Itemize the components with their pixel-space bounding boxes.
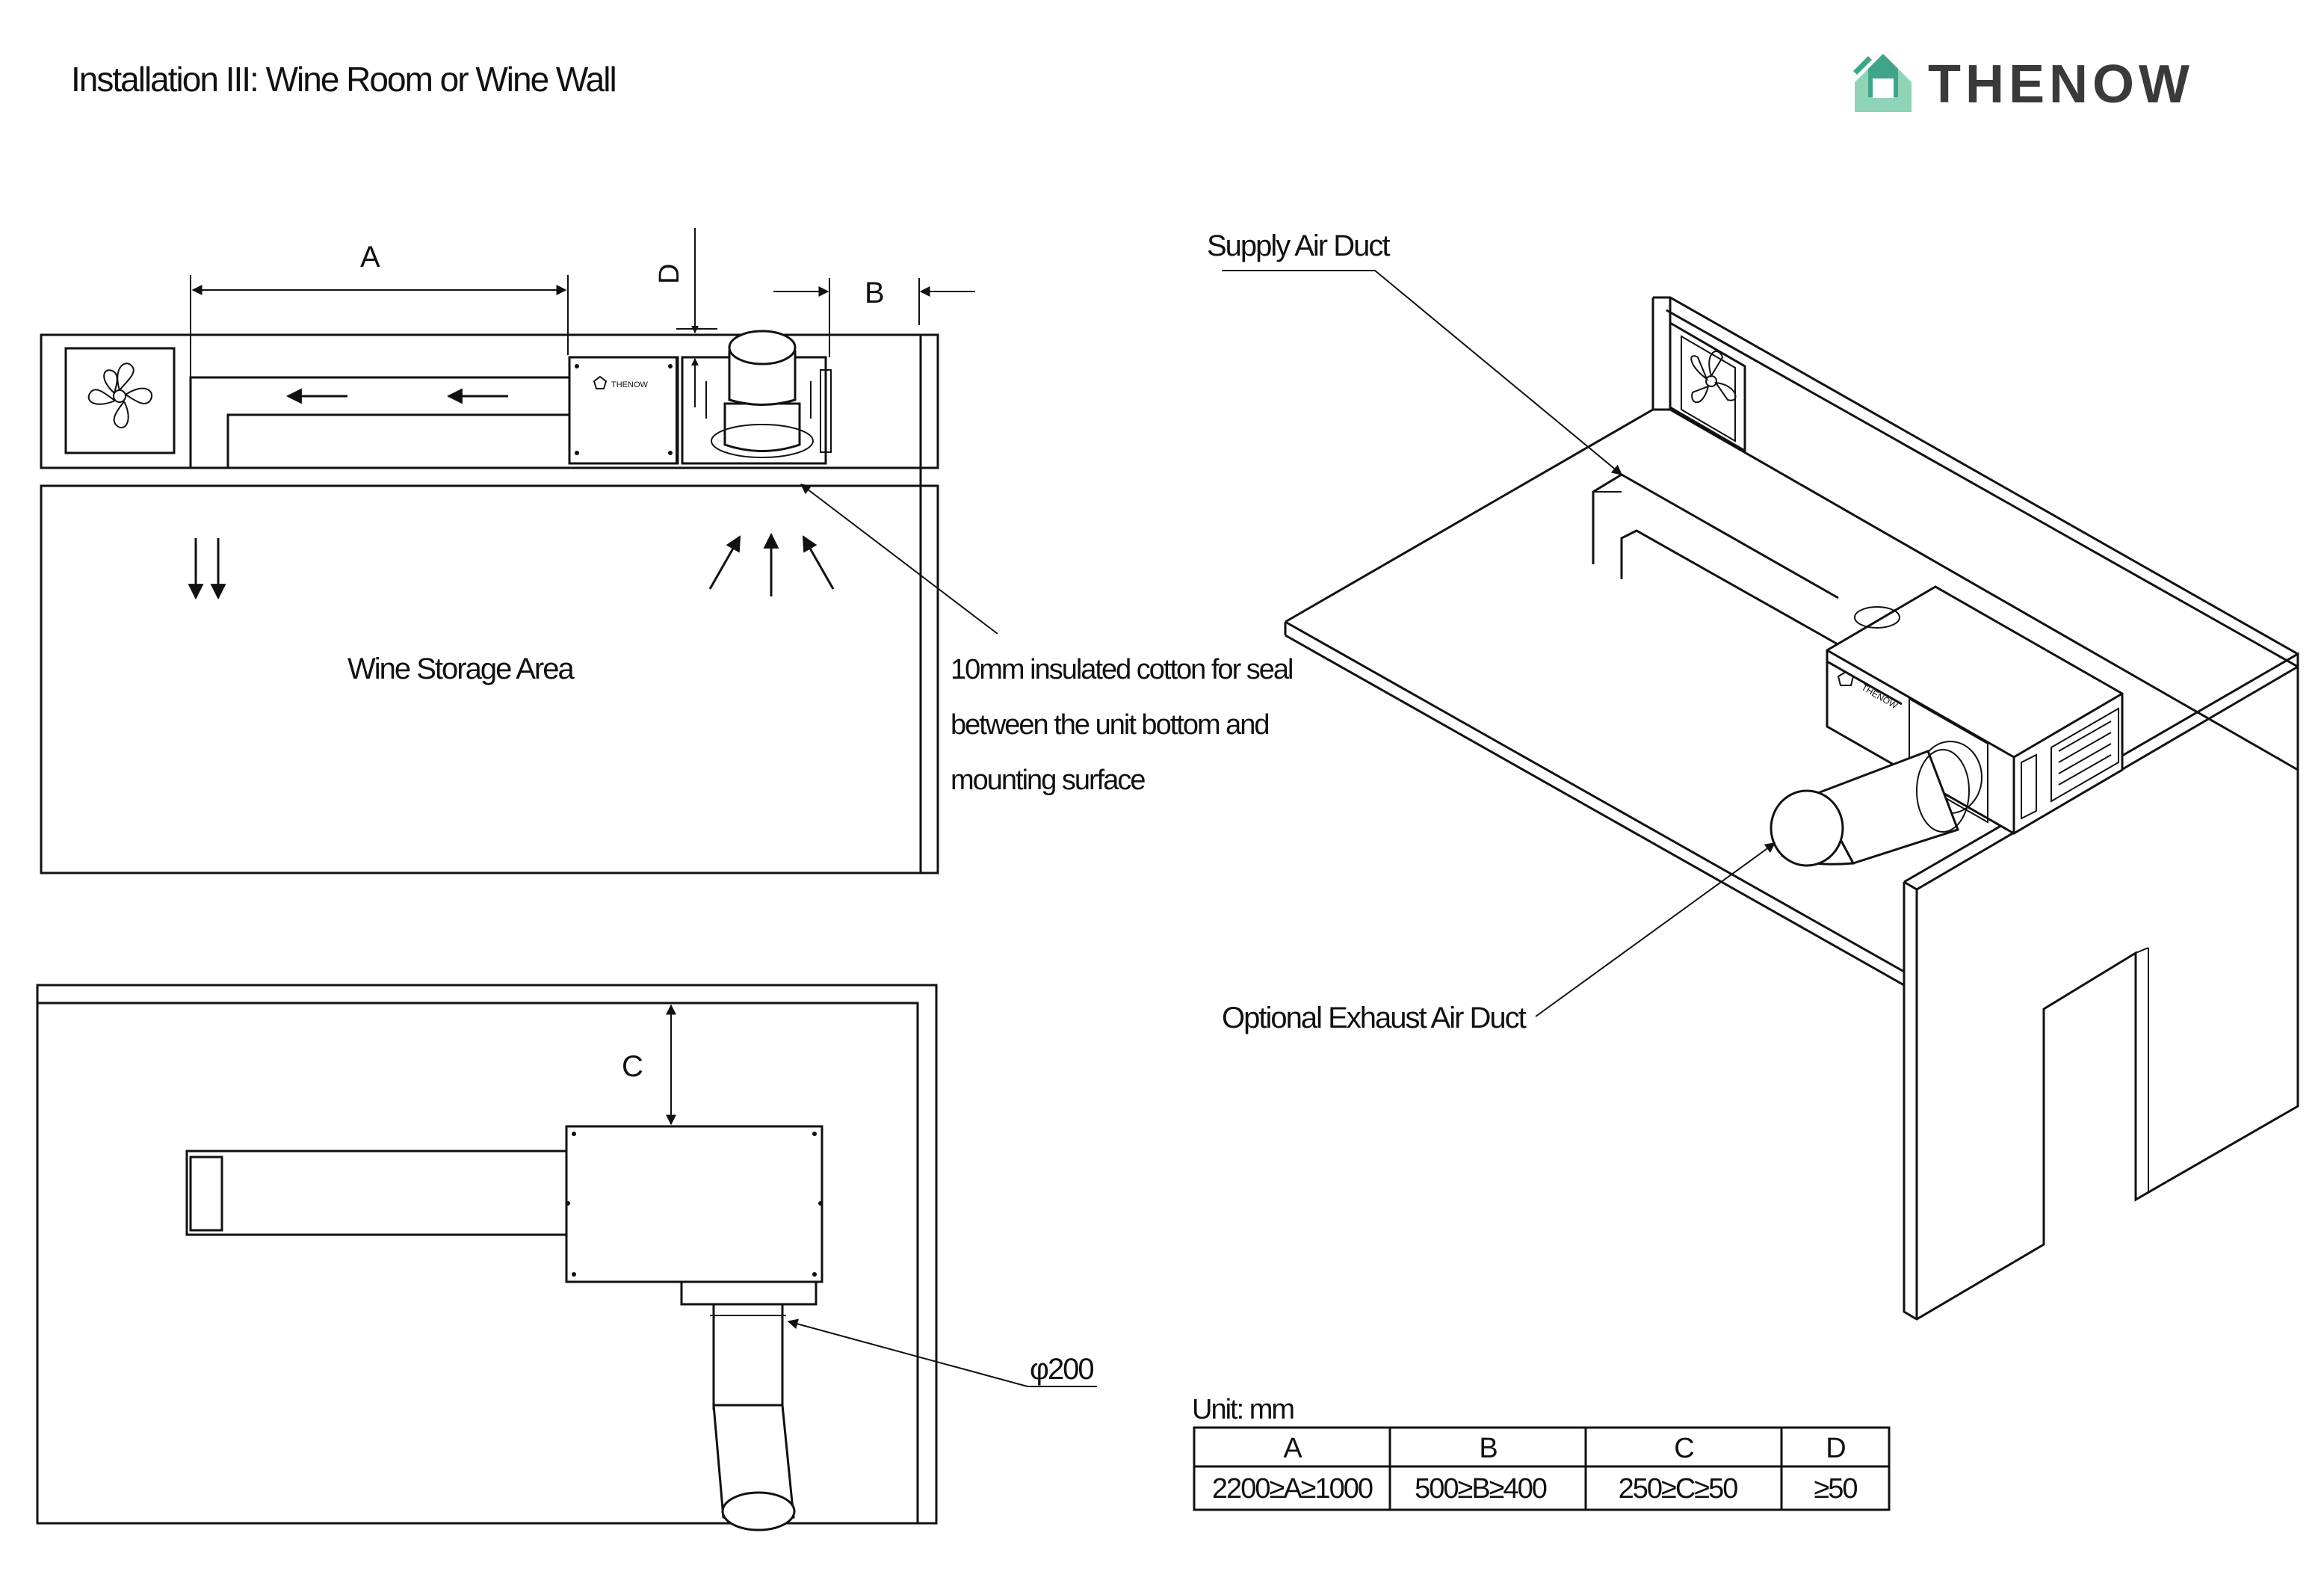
dimension-table: Unit: mm A B C D 2200≥A≥1000 500≥B≥400 2… xyxy=(1192,1394,1891,1511)
seal-note-line-1: 10mm insulated cotton for seal xyxy=(951,654,1293,685)
top-view: C φ200 xyxy=(36,984,1097,1531)
table-value-c: 250≥C≥50 xyxy=(1619,1473,1738,1505)
exhaust-duct-label: Optional Exhaust Air Duct xyxy=(1222,1002,1527,1034)
table-value-b: 500≥B≥400 xyxy=(1415,1473,1547,1505)
table-header-a: A xyxy=(1283,1433,1302,1464)
storage-area-label: Wine Storage Area xyxy=(347,652,575,685)
dimension-a-label: A xyxy=(360,241,380,274)
exhaust-fan-icon xyxy=(64,347,176,454)
table-header-b: B xyxy=(1479,1433,1497,1464)
supply-duct-label: Supply Air Duct xyxy=(1207,229,1390,262)
brand-name: THENOW xyxy=(1928,55,2194,114)
page-title: Installation III: Wine Room or Wine Wall xyxy=(71,60,616,99)
seal-note-line-3: mounting surface xyxy=(951,765,1145,796)
dimension-d-label: D xyxy=(654,265,685,284)
isometric-view: THENOW Supply Air Duct Optional Exhaust … xyxy=(1207,229,2299,1321)
brand-logo: THENOW xyxy=(1853,54,2194,114)
house-logo-icon xyxy=(1853,54,1912,112)
table-value-a: 2200≥A≥1000 xyxy=(1212,1473,1373,1505)
seal-note-line-2: between the unit bottom and xyxy=(951,709,1269,741)
table-header-d: D xyxy=(1826,1433,1845,1464)
unit-label: Unit: mm xyxy=(1192,1394,1294,1425)
pipe-size-label: φ200 xyxy=(1030,1353,1093,1386)
side-view: THENOW A D B Wine Storage Area xyxy=(40,228,1294,874)
table-value-d: ≥50 xyxy=(1814,1473,1857,1505)
svg-text:THENOW: THENOW xyxy=(611,380,649,389)
dimension-b-label: B xyxy=(865,277,883,309)
dimension-c-label: C xyxy=(622,1050,643,1083)
wall-fan-icon xyxy=(1669,321,1746,453)
table-header-c: C xyxy=(1674,1433,1693,1464)
